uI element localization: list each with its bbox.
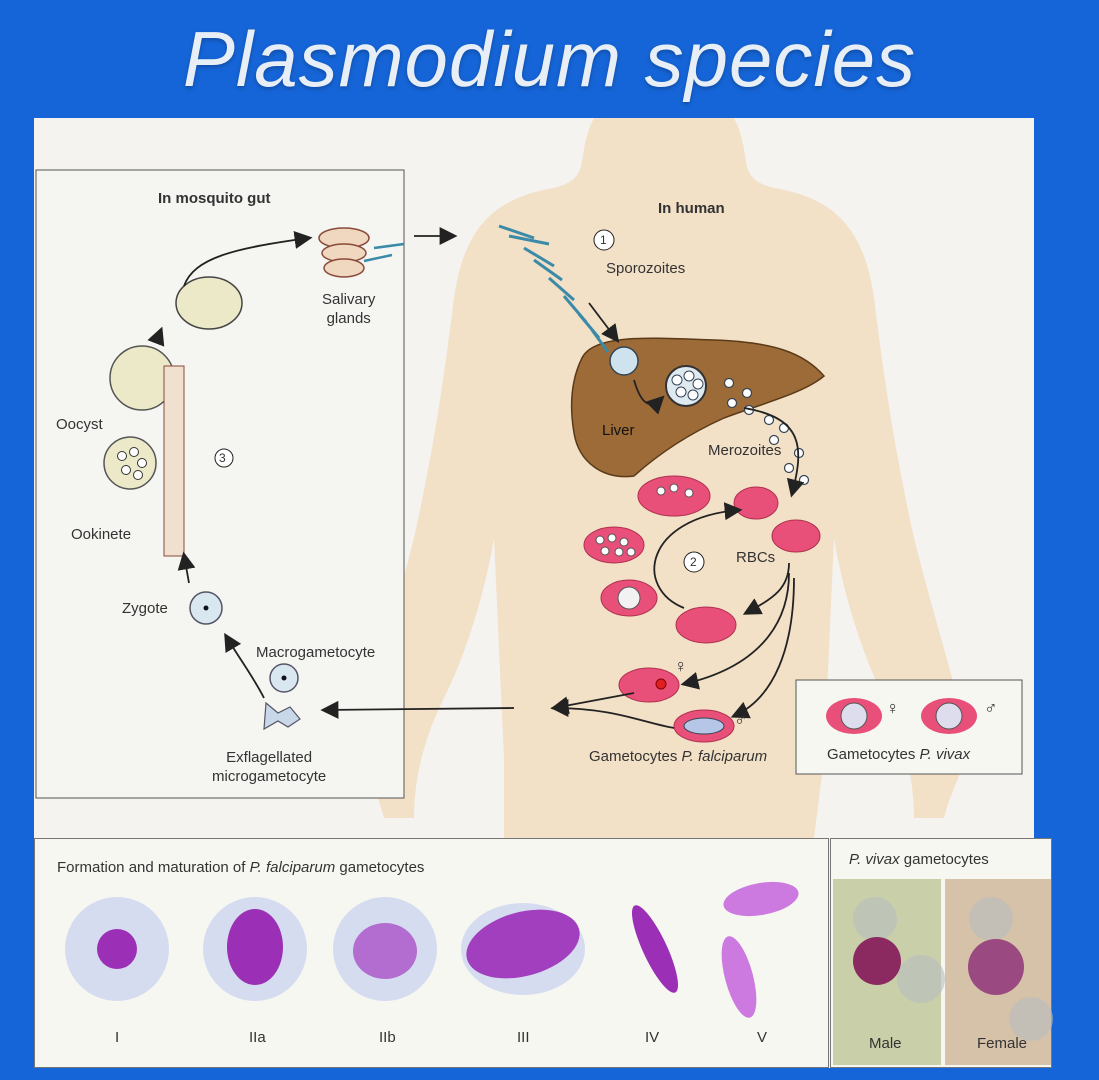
- oocyst: [103, 436, 157, 490]
- ookinete-label: Ookinete: [71, 526, 132, 543]
- falciparum-maturation-panel: Formation and maturation of P. falciparu…: [34, 838, 829, 1068]
- mosquito-gut-heading: In mosquito gut: [158, 190, 271, 207]
- gut-wall: [163, 365, 185, 557]
- salivary-glands-label: Salivary glands: [322, 291, 376, 327]
- vivax-panel-heading: P. vivax gametocytes: [849, 851, 989, 868]
- female-symbol-vivax: ♀: [886, 698, 900, 718]
- life-cycle-drawing: [35, 118, 1023, 838]
- vivax-gametocytes-panel: P. vivax gametocytes Male Female: [830, 838, 1053, 1068]
- microgametocyte-label: Exflagellated microgametocyte: [212, 749, 327, 785]
- sporozoite-cluster: [498, 224, 610, 353]
- male-symbol-vivax: ♂: [984, 698, 998, 718]
- microgametocyte-cell: [263, 701, 301, 731]
- vivax-micrographs: [833, 879, 1053, 1065]
- maturation-heading: Formation and maturation of P. falciparu…: [57, 859, 425, 876]
- male-label: Male: [869, 1035, 902, 1052]
- female-label: Female: [977, 1035, 1028, 1052]
- stage-label-5: IV: [645, 1029, 660, 1046]
- mature-oocyst: [175, 276, 243, 330]
- step-1-label: 1: [600, 233, 607, 247]
- maturation-micrographs: [65, 881, 799, 1018]
- human-heading: In human: [658, 200, 725, 217]
- merozoites-label: Merozoites: [708, 442, 782, 459]
- stage-label-6: V: [757, 1029, 768, 1046]
- sporozoites-label: Sporozoites: [606, 260, 686, 277]
- macrogametocyte-label: Macrogametocyte: [256, 644, 376, 661]
- gametocytes-falciparum-label: Gametocytes P. falciparum: [589, 748, 768, 765]
- oocyst-label: Oocyst: [56, 416, 103, 433]
- stage-label-3: IIb: [379, 1029, 396, 1046]
- female-symbol-falciparum: ♀: [674, 656, 688, 676]
- male-symbol-falciparum: ♂: [734, 710, 748, 730]
- step-3-label: 3: [219, 451, 226, 465]
- step-2-label: 2: [690, 555, 697, 569]
- salivary-glands: [318, 227, 370, 278]
- slide-title: Plasmodium species: [182, 15, 917, 103]
- hepatocyte-infected: [609, 346, 639, 376]
- stage-label-2: IIa: [249, 1029, 266, 1046]
- liver-label: Liver: [602, 422, 635, 439]
- life-cycle-figure: In mosquito gut Salivary glands Oocyst O…: [34, 118, 1053, 1068]
- zygote-label: Zygote: [122, 600, 168, 617]
- stage-label-4: III: [517, 1029, 530, 1046]
- rbcs-label: RBCs: [736, 549, 776, 566]
- stage-label-1: I: [115, 1029, 120, 1046]
- gametocytes-vivax-label: Gametocytes P. vivax: [827, 746, 971, 763]
